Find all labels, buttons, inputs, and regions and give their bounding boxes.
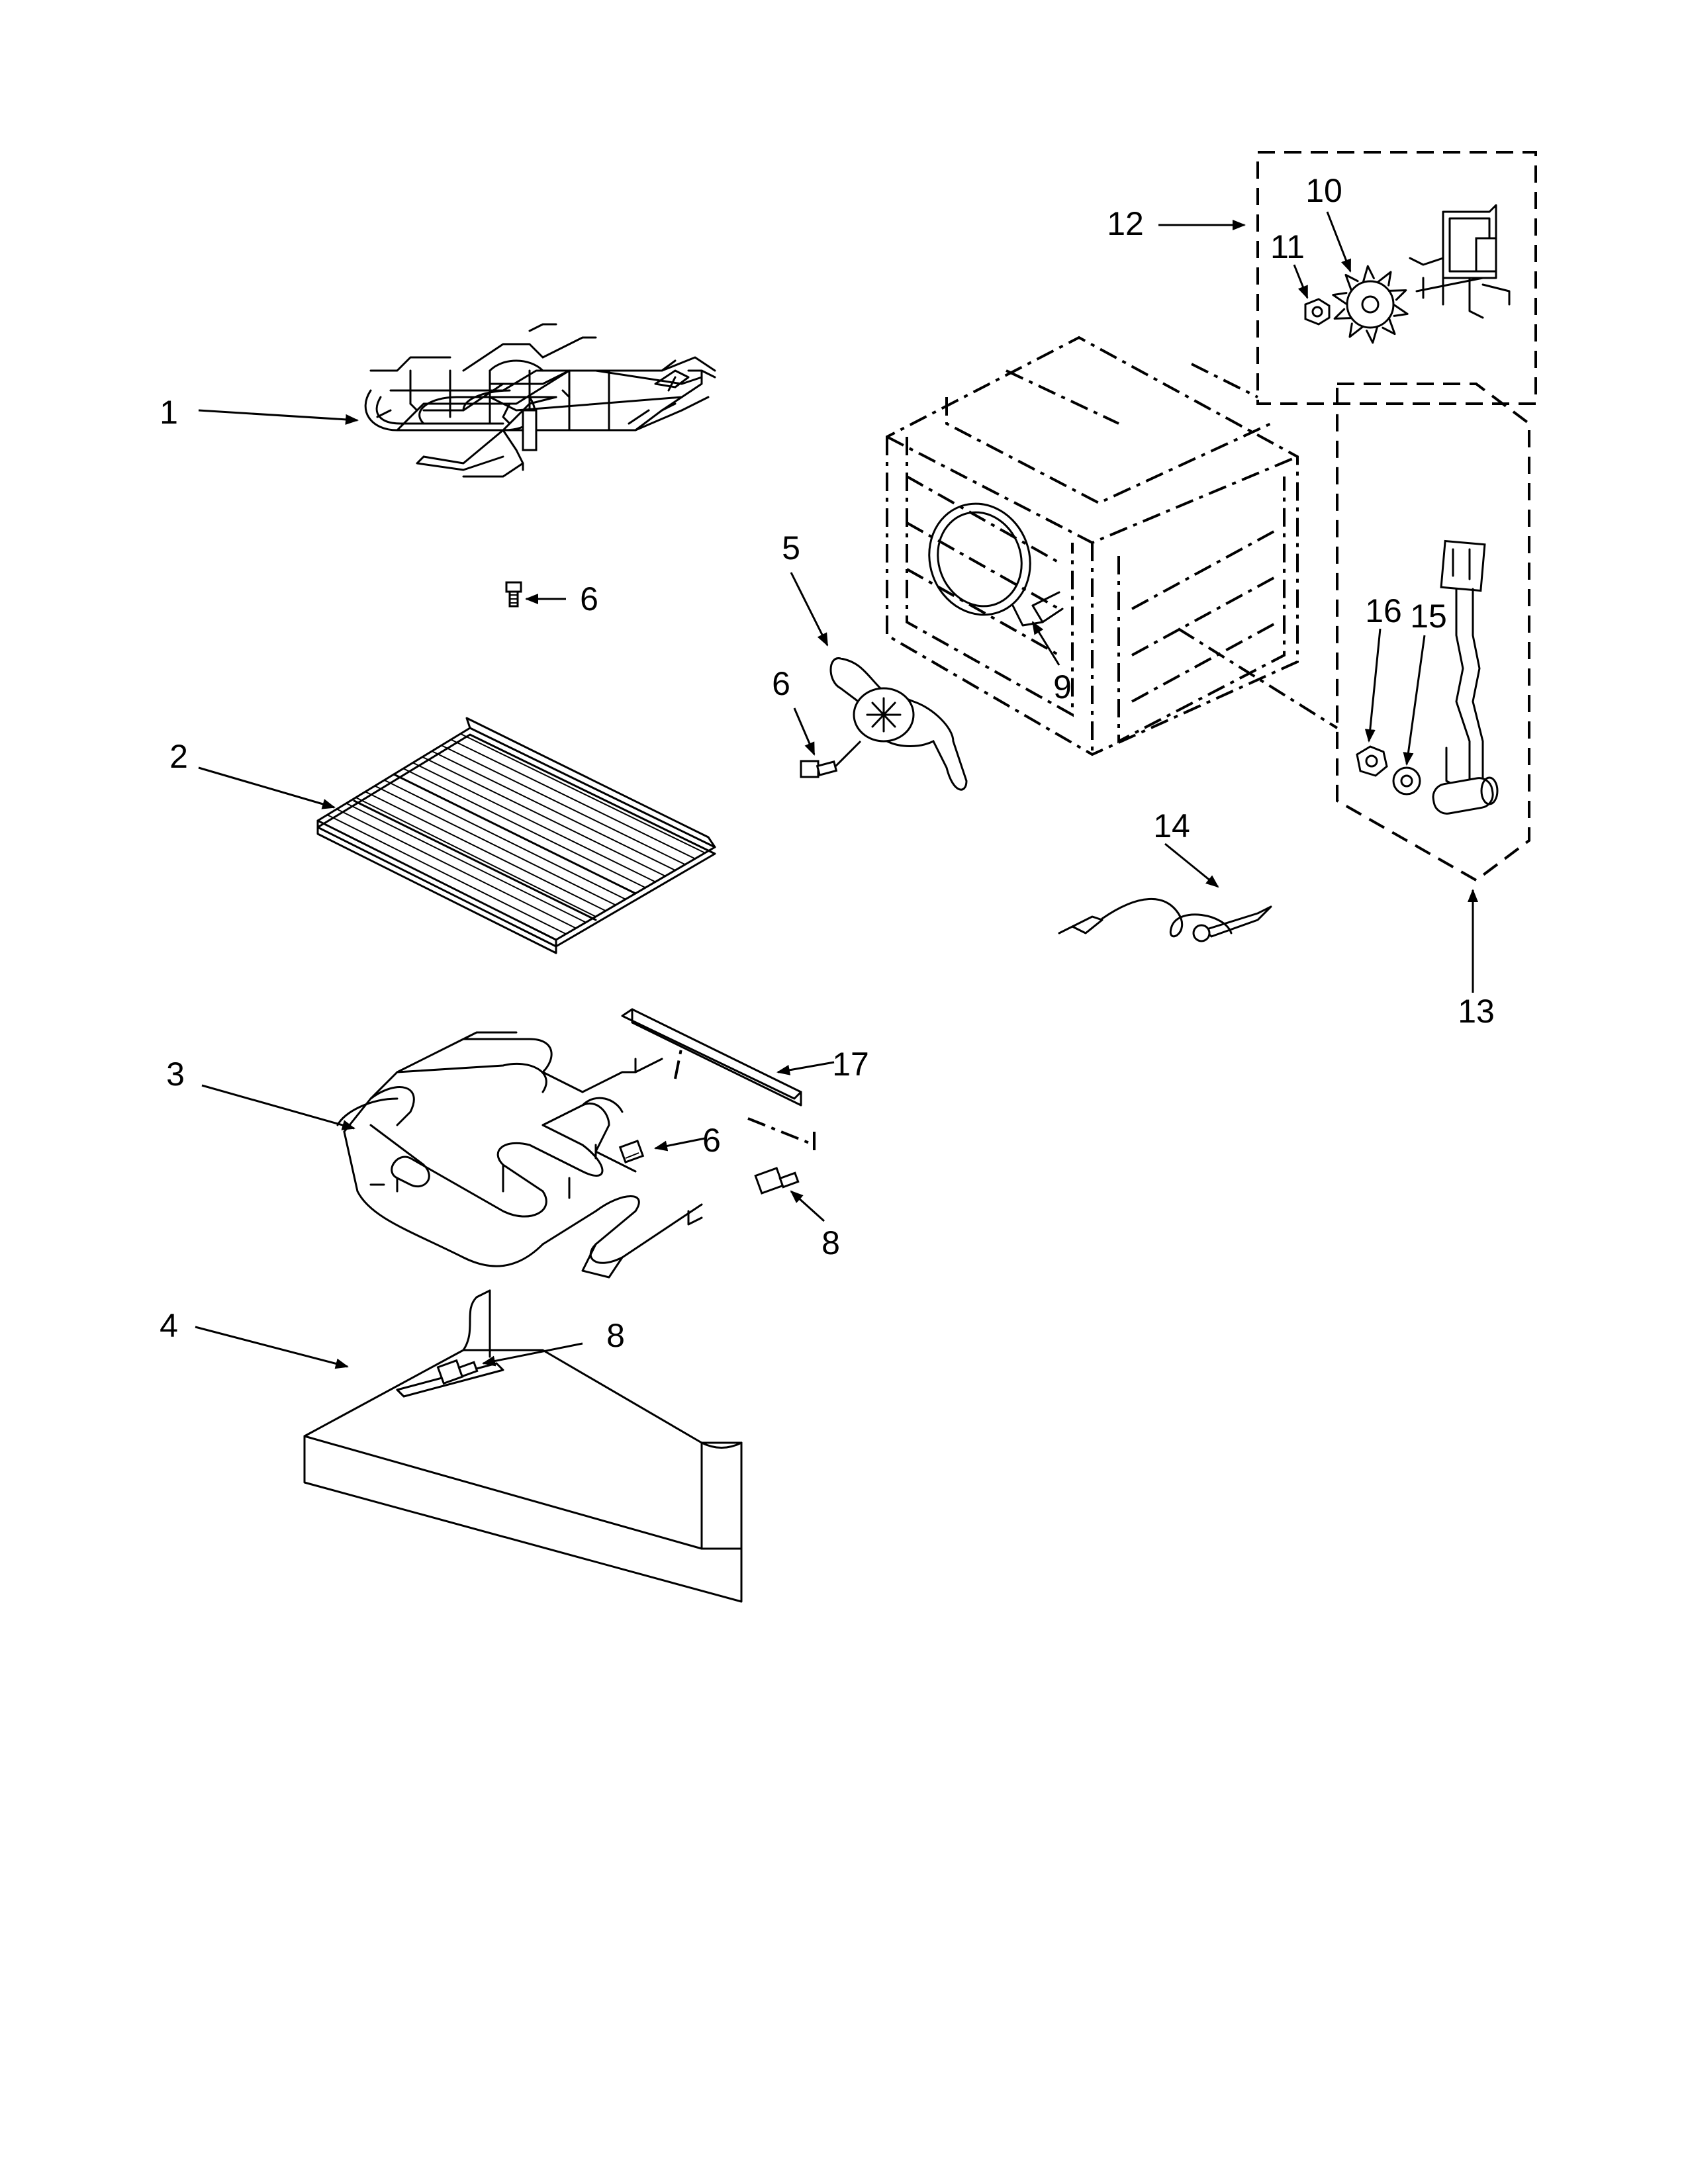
callout-12: 12 <box>1107 205 1144 242</box>
fan-blade-vane <box>1366 325 1379 344</box>
fan-blade-icon <box>1332 265 1409 344</box>
nut-icon <box>1304 298 1331 326</box>
callout-6: 6 <box>772 665 790 702</box>
meat-probe-icon <box>1058 898 1272 942</box>
screw-icon <box>505 581 522 608</box>
callout-8: 8 <box>606 1317 625 1354</box>
door-lock-assembly-icon <box>1432 539 1499 815</box>
lock-washer-icon <box>1392 766 1421 796</box>
fan-motor-assembly-icon <box>1409 204 1511 319</box>
rack-slat <box>450 739 696 860</box>
callout-3: 3 <box>166 1056 185 1093</box>
callout-14: 14 <box>1153 807 1190 844</box>
callout-5: 5 <box>782 529 800 567</box>
callout-6: 6 <box>702 1122 721 1159</box>
element-cover-icon <box>303 1289 743 1603</box>
callout-8: 8 <box>821 1224 840 1261</box>
callout-16: 16 <box>1365 592 1402 629</box>
fan-blade-vane <box>1392 303 1409 317</box>
rack-slat <box>374 785 616 906</box>
fan-blade-vane <box>1332 292 1348 306</box>
rack-slat <box>441 745 686 866</box>
rack-slat <box>355 797 596 917</box>
screw-icon <box>436 1359 479 1385</box>
callout-11: 11 <box>1270 228 1305 265</box>
rack-slat <box>412 762 656 883</box>
rack-slat <box>346 802 586 923</box>
fan-blade-vane <box>1387 289 1407 301</box>
callout-13: 13 <box>1458 993 1495 1030</box>
door-lock-assembly-box <box>1336 383 1530 882</box>
callout-2: 2 <box>169 738 188 775</box>
rack-slat <box>469 727 716 848</box>
leader-lines <box>195 211 1478 1369</box>
callout-6: 6 <box>580 580 598 617</box>
screw-icon <box>800 740 862 778</box>
convection-element-icon <box>928 502 1064 627</box>
rack-slat <box>384 779 626 900</box>
fan-blade-vane <box>1382 317 1396 336</box>
oven-rack-icon <box>316 717 716 954</box>
broil-element-icon <box>364 323 716 478</box>
rack-slat <box>460 733 706 854</box>
screw-icon <box>618 1140 645 1163</box>
fan-blade-vane <box>1376 271 1392 287</box>
fan-blade-vane <box>1348 322 1364 338</box>
bracket-icon <box>621 1008 816 1152</box>
rack-slat <box>422 756 666 877</box>
rack-slat <box>402 768 646 889</box>
oven-cavity-icon <box>886 336 1338 756</box>
fan-blade-vane <box>1333 308 1353 320</box>
callout-labels: 1 6 2 3 17 6 8 4 8 5 6 9 12 10 11 16 15 … <box>160 172 1495 1354</box>
callout-9: 9 <box>1053 668 1072 705</box>
rack-slat <box>432 751 676 871</box>
callout-17: 17 <box>832 1046 869 1083</box>
screw-icon <box>754 1167 800 1195</box>
fan-cover-icon <box>829 657 968 791</box>
rack-slat <box>326 814 567 935</box>
callout-10: 10 <box>1305 172 1342 209</box>
rack-slat <box>317 820 557 940</box>
rack-slat <box>365 791 606 912</box>
callout-4: 4 <box>160 1307 178 1344</box>
callout-1: 1 <box>160 394 178 431</box>
fan-motor-assembly-box <box>1256 151 1537 405</box>
nut-icon <box>1356 745 1388 777</box>
rack-slat <box>336 808 577 929</box>
fan-blade-vane <box>1362 265 1375 284</box>
callout-15: 15 <box>1410 598 1447 635</box>
fan-blade-vane <box>1344 273 1359 292</box>
bake-element-icon <box>336 1031 703 1279</box>
